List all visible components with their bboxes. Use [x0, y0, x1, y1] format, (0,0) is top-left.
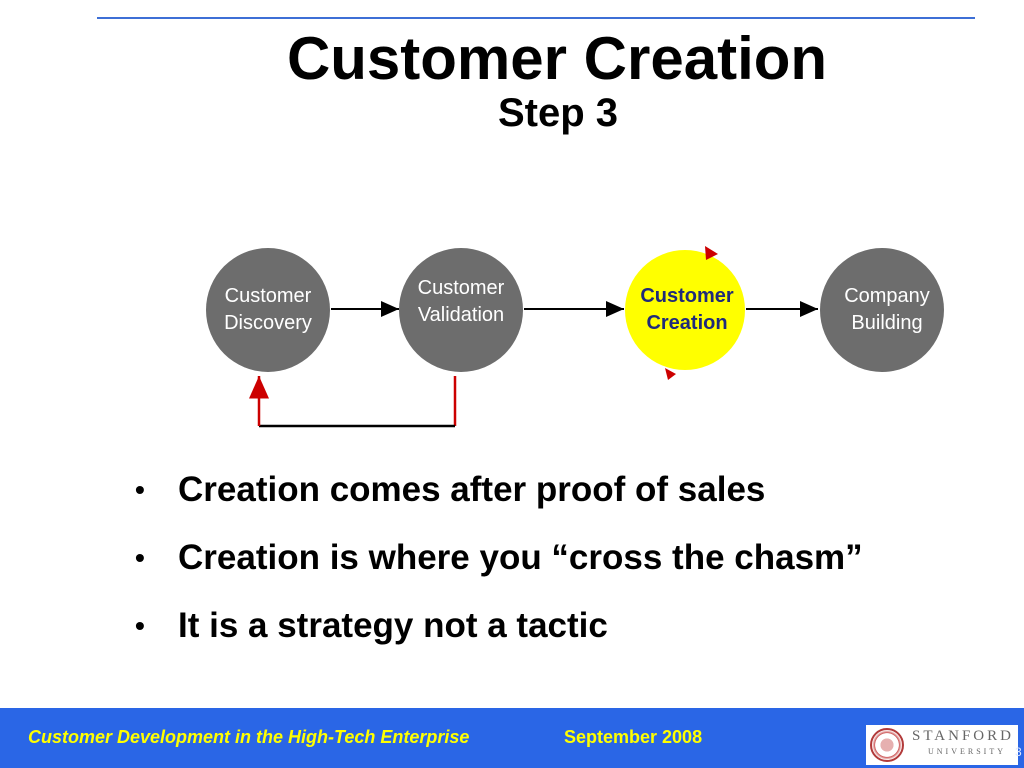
logo-text-stanford: STANFORD — [912, 728, 1014, 744]
stage-circle-validation — [399, 248, 523, 372]
stage-circle-discovery — [206, 248, 330, 372]
loop-arrowhead-bottom — [665, 368, 676, 380]
loop-arrowhead-top — [705, 246, 718, 260]
stage-circle-building — [820, 248, 944, 372]
slide-title: Customer Creation — [286, 25, 828, 92]
bullet-item: •Creation is where you “cross the chasm” — [135, 536, 863, 580]
bullet-dot: • — [135, 542, 145, 573]
footer-course-title: Customer Development in the High-Tech En… — [28, 727, 470, 747]
bullet-dot: • — [135, 610, 145, 641]
stage-circle-creation — [625, 250, 745, 370]
stanford-logo: STANFORD UNIVERSITY — [866, 725, 1018, 765]
bullet-list: •Creation comes after proof of sales •Cr… — [135, 468, 863, 672]
top-rule — [97, 17, 975, 19]
footer-date: September 2008 — [564, 727, 703, 747]
page-number: 3 — [1015, 745, 1022, 759]
bullet-dot: • — [135, 474, 145, 505]
logo-text-university: UNIVERSITY — [928, 747, 1006, 756]
footer-bar: Customer Development in the High-Tech En… — [0, 708, 1024, 768]
bullet-item: •Creation comes after proof of sales — [135, 468, 863, 512]
bullet-item: •It is a strategy not a tactic — [135, 604, 863, 648]
slide-subtitle: Step 3 — [497, 91, 619, 135]
stanford-seal-icon — [870, 728, 904, 762]
